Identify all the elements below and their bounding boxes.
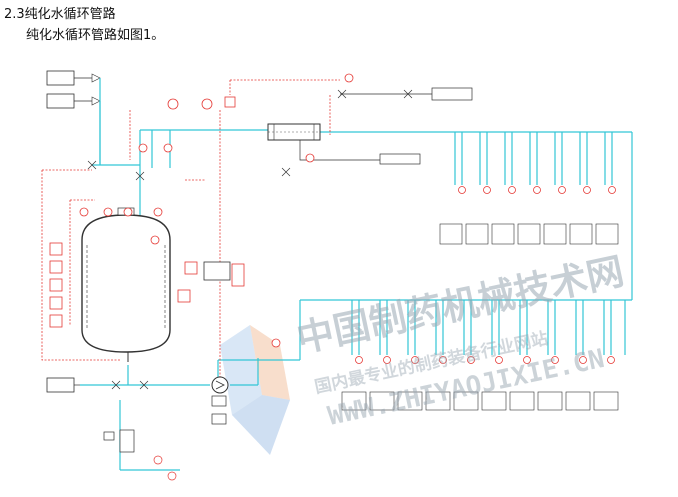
bottom-left-equipment <box>103 429 177 481</box>
watermark-logo <box>220 325 290 455</box>
valves <box>87 89 413 390</box>
section-heading: 2.3纯化水循环管路 <box>4 7 116 22</box>
upper-outlet-labels <box>439 223 619 245</box>
watermark-line1: 中国制药机械技术网 <box>293 250 628 361</box>
section-subheading: 纯化水循环管路如图1。 <box>26 28 165 43</box>
drain-outlet <box>46 377 80 393</box>
circulation-pump <box>211 376 229 425</box>
lower-outlet-labels <box>341 391 619 411</box>
instrument-gauges <box>79 73 616 364</box>
level-instruments <box>49 96 245 328</box>
heat-exchanger <box>267 87 473 165</box>
storage-tank <box>81 207 171 362</box>
outlet-boxes <box>46 70 101 109</box>
signal-lines <box>41 79 340 380</box>
